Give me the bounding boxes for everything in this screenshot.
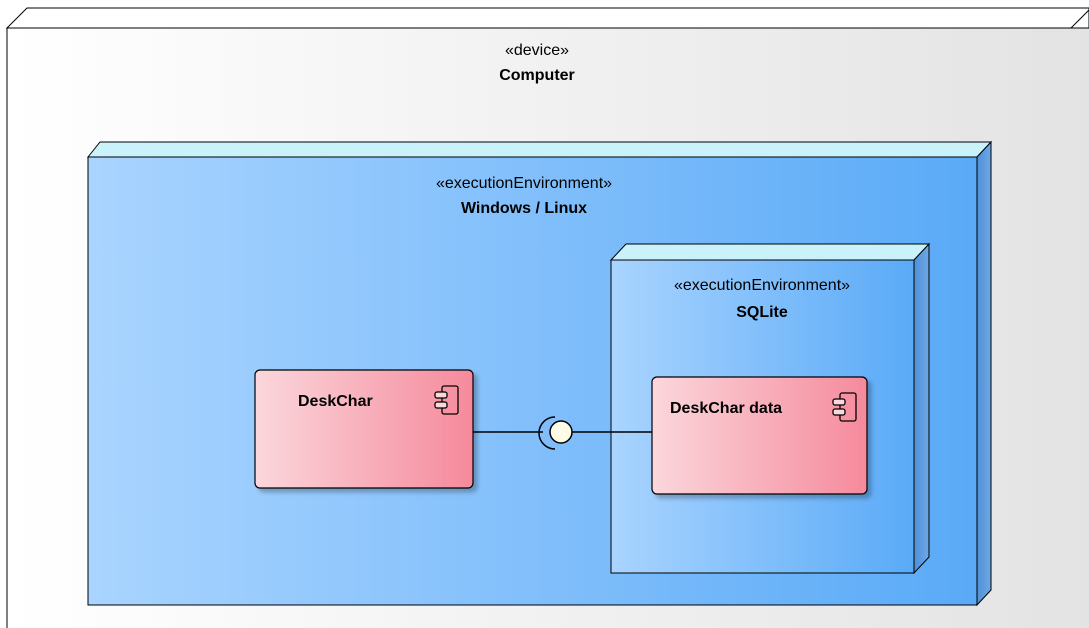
db-environment-stereotype: «executionEnvironment» bbox=[674, 277, 850, 294]
component-deskchar[interactable]: DeskChar bbox=[254, 369, 474, 489]
component-icon bbox=[434, 385, 459, 415]
interface-connector[interactable] bbox=[473, 416, 652, 450]
provided-interface-ball-icon bbox=[549, 420, 573, 444]
device-stereotype: «device» bbox=[505, 42, 569, 59]
component-deskchar-box bbox=[254, 369, 474, 489]
component-icon bbox=[832, 392, 857, 422]
device-node-top bbox=[5, 7, 1089, 29]
db-environment-name: SQLite bbox=[736, 304, 788, 321]
component-deskchar-data-box bbox=[651, 376, 868, 495]
sqlite-node-top bbox=[609, 243, 931, 261]
device-name: Computer bbox=[499, 67, 575, 84]
component-deskchar-data[interactable]: DeskChar data bbox=[651, 376, 868, 495]
sqlite-node-side bbox=[913, 242, 930, 575]
os-environment-stereotype: «executionEnvironment» bbox=[436, 175, 612, 192]
required-interface-socket-icon bbox=[538, 416, 556, 450]
component-deskchar-name: DeskChar bbox=[298, 393, 373, 410]
component-deskchar-data-name: DeskChar data bbox=[670, 400, 782, 417]
environment-node-top bbox=[86, 141, 993, 158]
device-node-edge bbox=[1070, 9, 1089, 29]
environment-node-side bbox=[976, 140, 992, 607]
os-environment-name: Windows / Linux bbox=[461, 200, 587, 217]
